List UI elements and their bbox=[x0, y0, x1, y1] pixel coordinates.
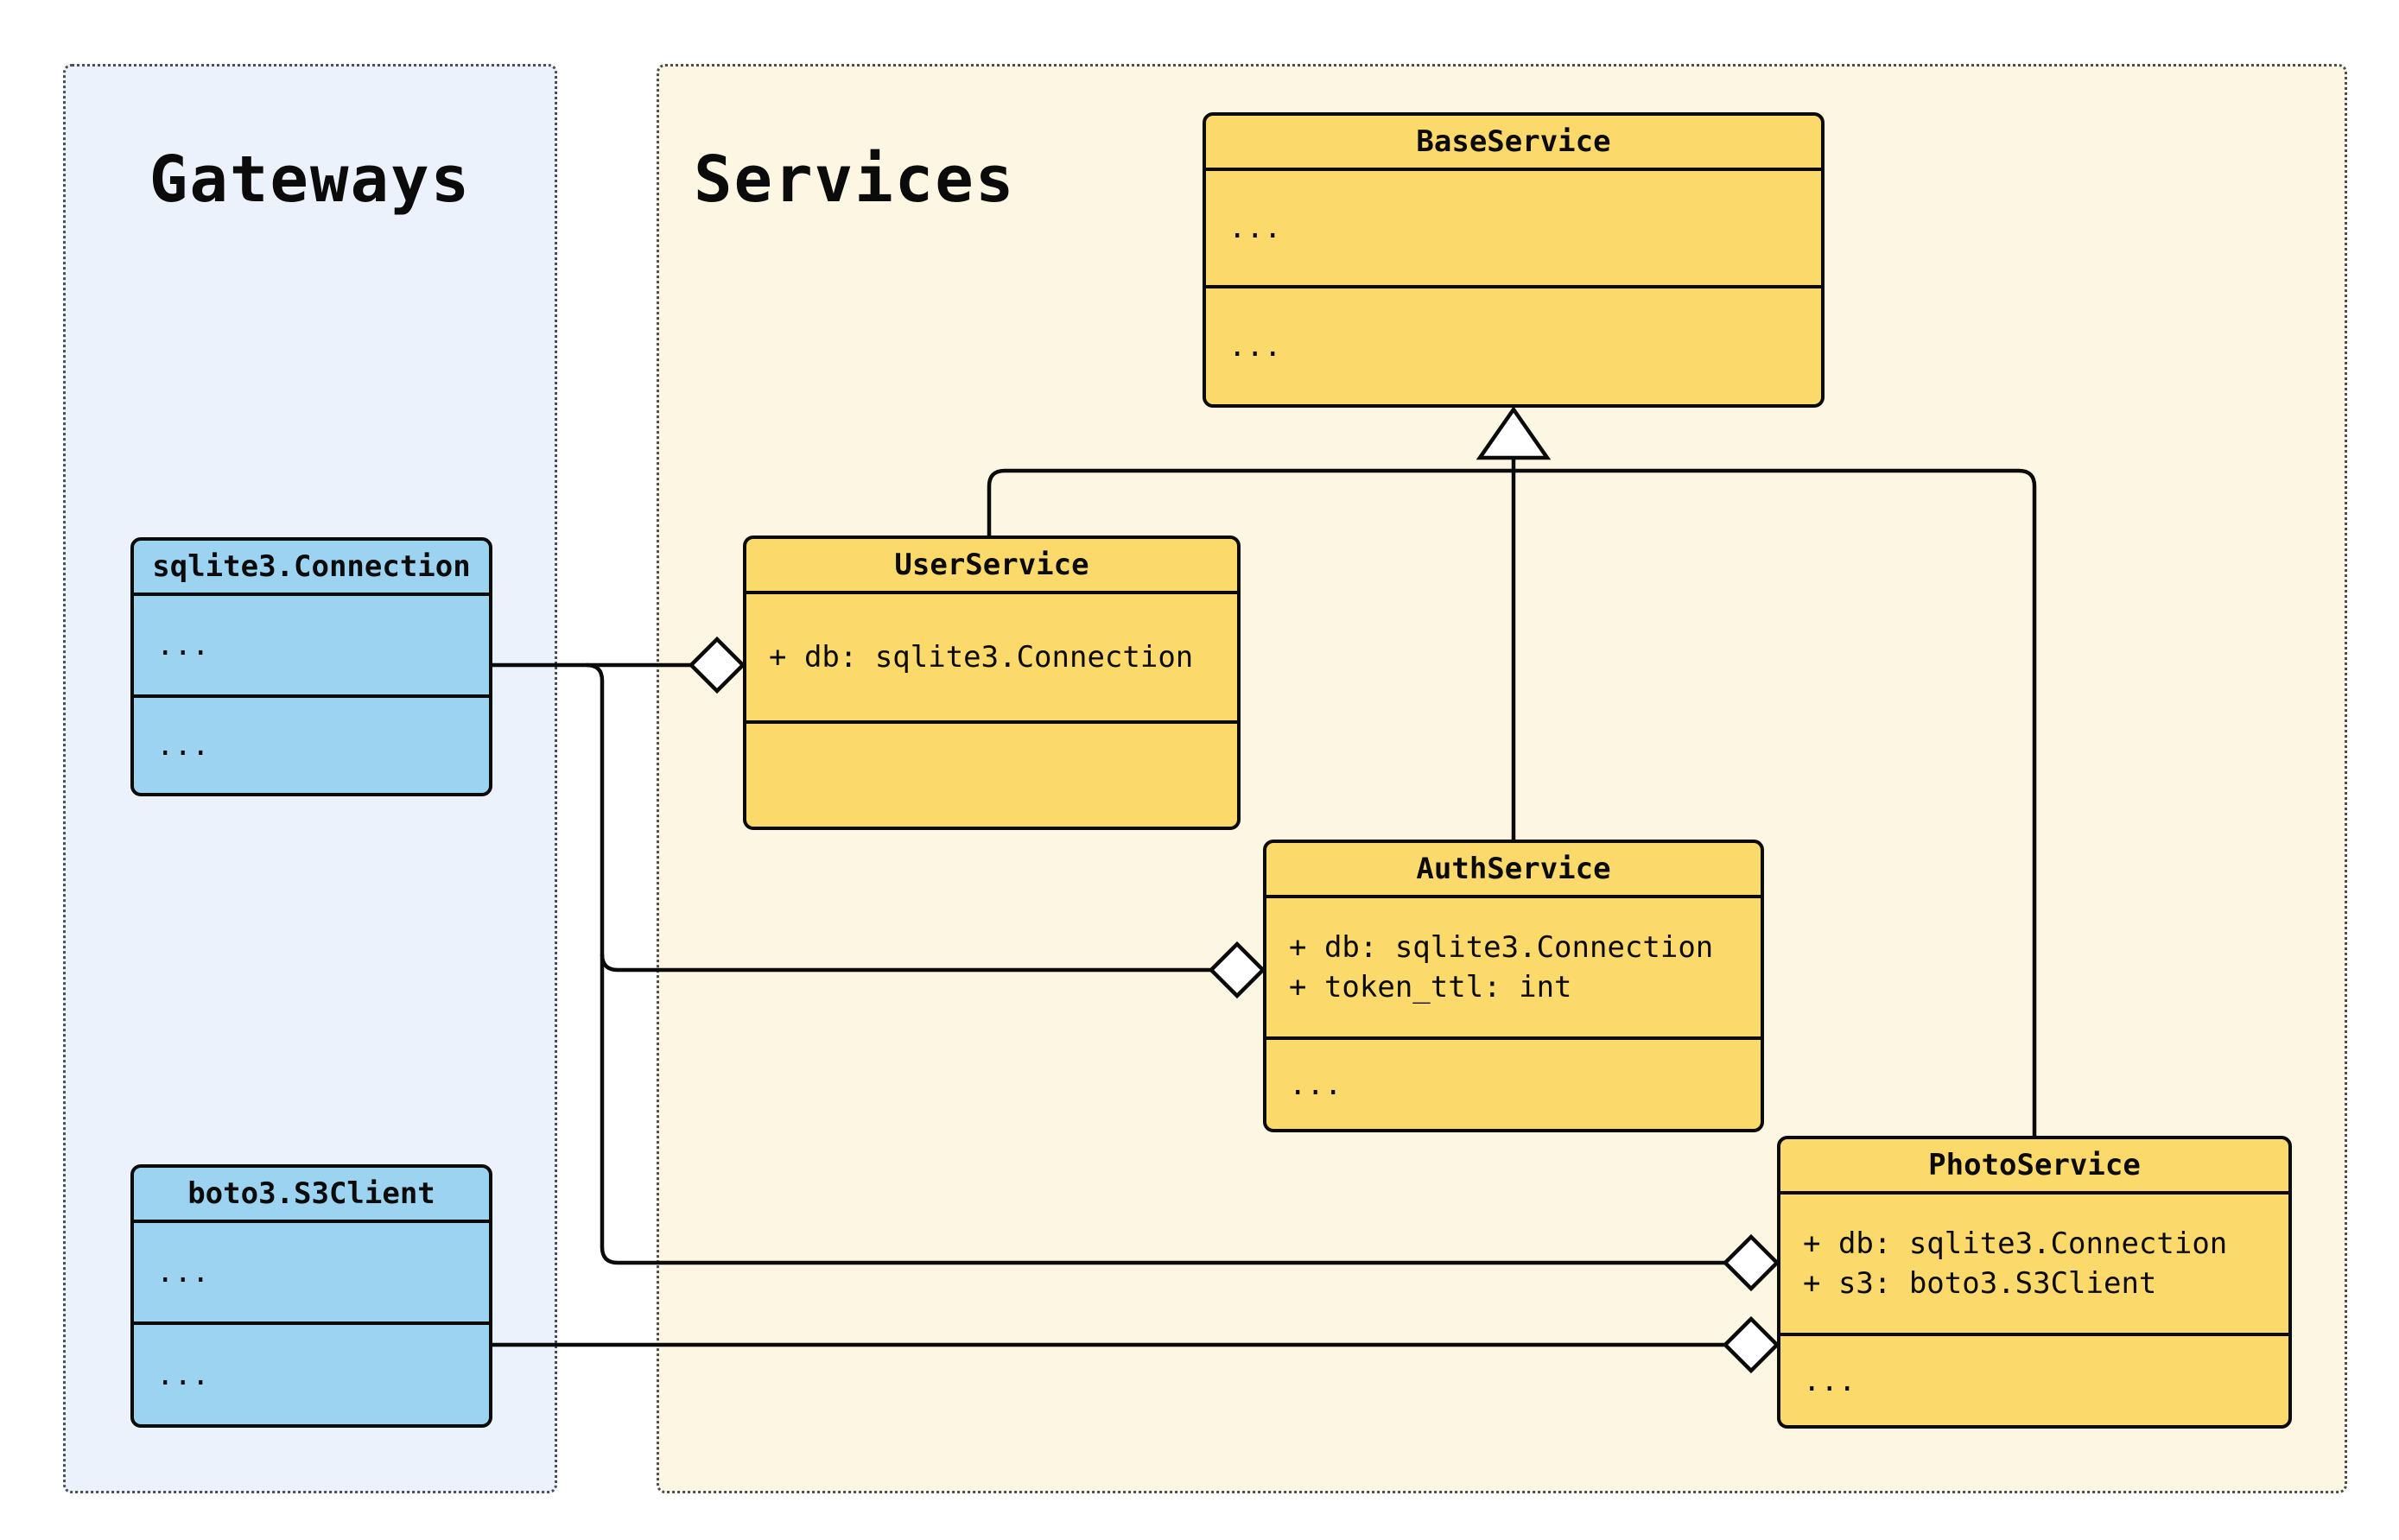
class-sqlite3-connection: sqlite3.Connection ... ... bbox=[130, 537, 492, 796]
method-line: ... bbox=[1228, 329, 1282, 364]
class-methods: ... bbox=[1780, 1336, 2288, 1425]
attribute-line: ... bbox=[1228, 211, 1282, 245]
method-line: ... bbox=[1289, 1067, 1342, 1102]
class-methods: ... bbox=[1266, 1040, 1761, 1129]
attribute-line: + token_ttl: int bbox=[1289, 970, 1572, 1004]
attribute-line: + db: sqlite3.Connection bbox=[1289, 930, 1714, 965]
class-attributes: + db: sqlite3.Connection + s3: boto3.S3C… bbox=[1780, 1195, 2288, 1336]
services-group-title: Services bbox=[694, 143, 1016, 217]
gateways-group-title: Gateways bbox=[149, 143, 472, 217]
class-methods: ... bbox=[134, 698, 489, 793]
class-title: UserService bbox=[746, 539, 1237, 594]
attribute-line: + db: sqlite3.Connection bbox=[769, 640, 1194, 675]
method-line: ... bbox=[156, 728, 210, 763]
class-attributes: ... bbox=[134, 596, 489, 698]
class-methods: ... bbox=[1206, 288, 1821, 404]
class-photoservice: PhotoService + db: sqlite3.Connection + … bbox=[1777, 1136, 2292, 1429]
class-attributes: + db: sqlite3.Connection bbox=[746, 594, 1237, 724]
class-attributes: + db: sqlite3.Connection + token_ttl: in… bbox=[1266, 898, 1761, 1040]
class-userservice: UserService + db: sqlite3.Connection bbox=[743, 536, 1241, 830]
attribute-line: + db: sqlite3.Connection bbox=[1803, 1226, 2228, 1261]
class-title: AuthService bbox=[1266, 843, 1761, 898]
class-baseservice: BaseService ... ... bbox=[1203, 112, 1825, 408]
class-title: BaseService bbox=[1206, 116, 1821, 171]
class-attributes: ... bbox=[1206, 171, 1821, 288]
method-line: ... bbox=[156, 1357, 210, 1392]
class-methods bbox=[746, 724, 1237, 827]
class-attributes: ... bbox=[134, 1223, 489, 1325]
class-title: boto3.S3Client bbox=[134, 1168, 489, 1223]
attribute-line: ... bbox=[156, 628, 210, 662]
method-line: ... bbox=[1803, 1363, 1856, 1398]
attribute-line: ... bbox=[156, 1255, 210, 1290]
class-title: sqlite3.Connection bbox=[134, 541, 489, 596]
class-methods: ... bbox=[134, 1325, 489, 1424]
class-boto3-s3client: boto3.S3Client ... ... bbox=[130, 1164, 492, 1428]
class-title: PhotoService bbox=[1780, 1139, 2288, 1195]
attribute-line: + s3: boto3.S3Client bbox=[1803, 1266, 2157, 1301]
class-authservice: AuthService + db: sqlite3.Connection + t… bbox=[1263, 840, 1764, 1132]
